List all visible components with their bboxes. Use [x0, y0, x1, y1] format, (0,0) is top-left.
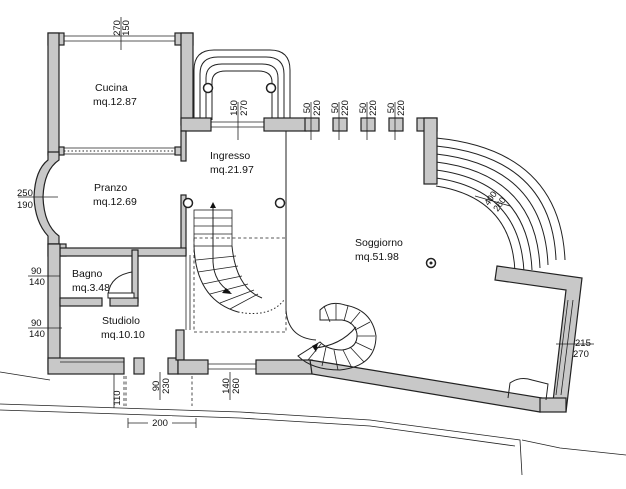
ingresso-top-width: 150: [229, 100, 240, 116]
room-cucina-area: mq.12.87: [93, 96, 137, 108]
front-door-width: 90: [151, 381, 162, 392]
room-studiolo-name: Studiolo: [102, 315, 140, 327]
walls: [33, 32, 583, 413]
columns: [182, 197, 437, 269]
room-pranzo-area: mq.12.69: [93, 196, 137, 208]
bagno-win-width: 90: [31, 266, 42, 277]
room-cucina-name: Cucina: [95, 82, 128, 94]
win-d-width: 50: [386, 103, 397, 114]
cucina-top-height: 150: [121, 20, 132, 36]
back-steps: [193, 49, 291, 120]
internal-staircase: [193, 202, 287, 333]
soggiorno-right-height: 270: [573, 349, 589, 360]
win-c-height: 220: [368, 100, 379, 116]
room-ingresso-area: mq.21.97: [210, 164, 254, 176]
win-a-width: 50: [302, 103, 313, 114]
kitchen-dining-opening: [64, 147, 175, 155]
studiolo-win-height: 140: [29, 329, 45, 340]
win-c-width: 50: [358, 103, 369, 114]
soggiorno-right-width: 215: [575, 338, 591, 349]
bathroom-door: [107, 271, 135, 299]
spiral-staircase: [297, 302, 377, 371]
room-studiolo-area: mq.10.10: [101, 329, 145, 341]
living-curved-steps: [435, 137, 566, 273]
pranzo-bay-width: 250: [17, 188, 33, 199]
pranzo-bay-height: 190: [17, 200, 33, 211]
cucina-top-width: 270: [112, 20, 123, 36]
step-depth-label: 110: [112, 390, 123, 405]
studiolo-win-width: 90: [31, 318, 42, 329]
windows: [60, 35, 574, 396]
ingresso-bottom-height: 260: [231, 378, 242, 394]
room-pranzo-name: Pranzo: [94, 182, 127, 194]
room-bagno-area: mq.3.48: [72, 282, 110, 294]
room-labels: Cucina mq.12.87 Pranzo mq.12.69 Ingresso…: [72, 82, 403, 341]
interior-lines: [185, 131, 317, 341]
site-lines: [0, 371, 626, 476]
front-door-height: 230: [161, 378, 172, 394]
room-ingresso-name: Ingresso: [210, 150, 250, 162]
win-b-width: 50: [330, 103, 341, 114]
bagno-win-height: 140: [29, 277, 45, 288]
win-d-height: 220: [396, 100, 407, 116]
room-bagno-name: Bagno: [72, 268, 103, 280]
dimension-lines: [18, 17, 594, 428]
room-soggiorno-name: Soggiorno: [355, 237, 403, 249]
win-b-height: 220: [340, 100, 351, 116]
ingresso-top-height: 270: [239, 100, 250, 116]
win-a-height: 220: [312, 100, 323, 116]
step-width-label: 200: [152, 418, 168, 429]
room-soggiorno-area: mq.51.98: [355, 251, 399, 263]
living-niche: [507, 378, 549, 401]
ingresso-bottom-width: 140: [221, 378, 232, 394]
